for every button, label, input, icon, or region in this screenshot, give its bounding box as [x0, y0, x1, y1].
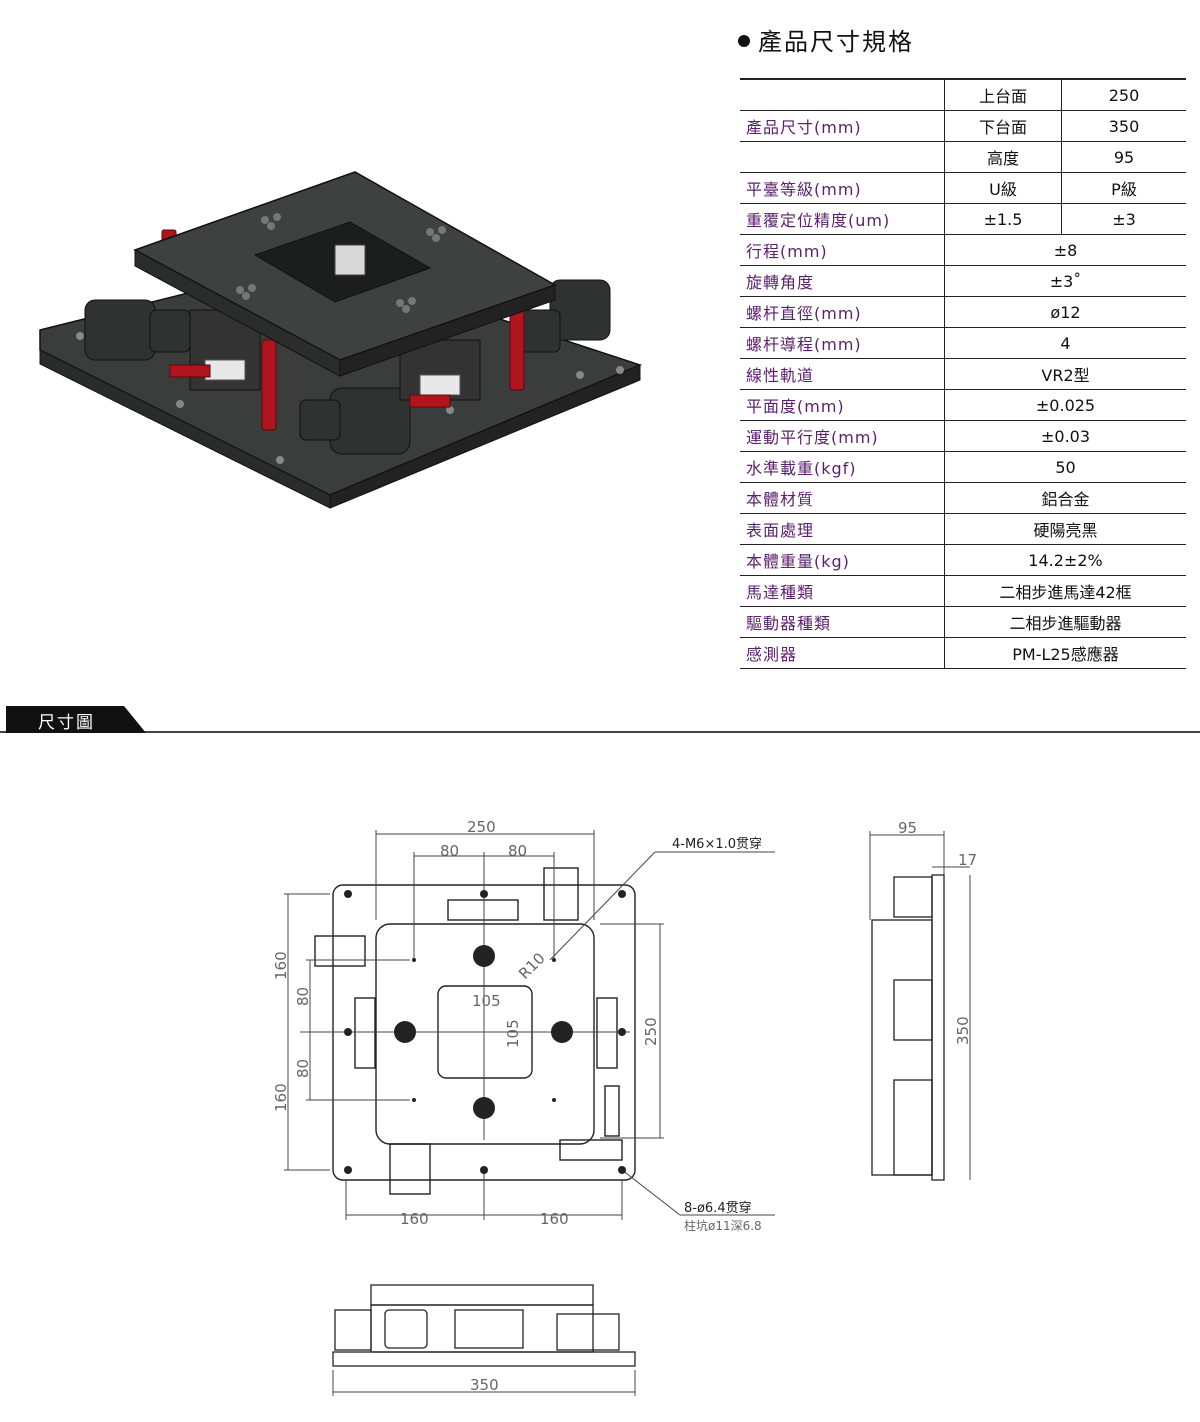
spec-value: ±3˚: [944, 265, 1186, 297]
table-row: 表面處理 硬陽亮黑: [740, 513, 1186, 545]
spec-value: ±0.025: [944, 389, 1186, 421]
spec-title-text: 產品尺寸規格: [758, 28, 914, 56]
dim-radius: R10: [515, 949, 549, 983]
dim-160-bottom-right: 160: [540, 1210, 569, 1228]
spec-label: 馬達種類: [740, 575, 945, 607]
table-row: 本體重量(kg) 14.2±2%: [740, 544, 1186, 576]
spec-label: 本體材質: [740, 482, 945, 514]
side-view-drawing: 95 17 350: [869, 819, 977, 1181]
dim-160-left-top: 160: [272, 951, 290, 980]
side-dim-17: 17: [958, 851, 977, 869]
spec-value: PM-L25感應器: [944, 637, 1186, 669]
table-row: 旋轉角度 ±3˚: [740, 265, 1186, 297]
bullet-icon: [738, 35, 750, 47]
spec-value: ±0.03: [944, 420, 1186, 452]
table-row: 螺杆直徑(mm) ø12: [740, 296, 1186, 328]
dim-250-right: 250: [642, 1017, 660, 1046]
table-row: 線性軌道 VR2型: [740, 358, 1186, 390]
spec-label: 本體重量(kg): [740, 544, 945, 576]
table-row: 螺杆導程(mm) 4: [740, 327, 1186, 359]
callout-counterbore: 柱坑ø11深6.8: [684, 1218, 762, 1233]
spec-label: 線性軌道: [740, 358, 945, 390]
section-divider: [0, 731, 1200, 733]
spec-value: 硬陽亮黑: [944, 513, 1186, 545]
spec-label: 螺杆直徑(mm): [740, 296, 945, 328]
table-row: 運動平行度(mm) ±0.03: [740, 420, 1186, 452]
side-dim-95: 95: [898, 819, 917, 837]
spec-label: 感測器: [740, 637, 945, 669]
spec-table: 上台面 250 產品尺寸(mm) 下台面 350 高度 95 平臺等級(mm) …: [740, 78, 1186, 669]
table-row: 平臺等級(mm) U級 P級: [740, 172, 1186, 204]
spec-value: 50: [944, 451, 1186, 483]
side-dim-350: 350: [954, 1016, 972, 1045]
product-render: [39, 171, 643, 509]
dim-80-left-top: 80: [294, 987, 312, 1006]
spec-label: 水準載重(kgf): [740, 451, 945, 483]
dim-105-v: 105: [504, 1019, 522, 1048]
table-row: 平面度(mm) ±0.025: [740, 389, 1186, 421]
dim-105-h: 105: [472, 992, 501, 1010]
spec-title: 產品尺寸規格: [738, 22, 914, 57]
table-row: 本體材質 鋁合金: [740, 482, 1186, 514]
spec-value: 二相步進驅動器: [944, 606, 1186, 638]
spec-value: ±3: [1061, 203, 1186, 235]
table-row: 高度 95: [740, 141, 1186, 173]
dim-80-left-bottom: 80: [294, 1059, 312, 1078]
top-view-drawing: 250 80 80 4-M6×1.0贯穿 R10 105 105 160 80 …: [272, 818, 775, 1233]
spec-label: 平面度(mm): [740, 389, 945, 421]
spec-label: 運動平行度(mm): [740, 420, 945, 452]
spec-value: 鋁合金: [944, 482, 1186, 514]
spec-sub: U級: [944, 172, 1062, 204]
dim-80-b: 80: [508, 842, 527, 860]
spec-value: 14.2±2%: [944, 544, 1186, 576]
spec-value: 95: [1061, 141, 1186, 173]
spec-label: 行程(mm): [740, 234, 945, 266]
spec-value: ±8: [944, 234, 1186, 266]
spec-label: 表面處理: [740, 513, 945, 545]
motor-left: [84, 299, 191, 361]
front-dim-350: 350: [470, 1376, 499, 1394]
table-row: 感測器 PM-L25感應器: [740, 637, 1186, 669]
spec-label: 產品尺寸(mm): [740, 110, 945, 142]
spec-label: [740, 78, 945, 111]
table-row: 產品尺寸(mm) 下台面 350: [740, 110, 1186, 142]
callout-hole: 8-ø6.4贯穿: [684, 1200, 752, 1216]
motor-right: [519, 279, 611, 353]
table-row: 水準載重(kgf) 50: [740, 451, 1186, 483]
spec-label: 驅動器種類: [740, 606, 945, 638]
spec-sub: ±1.5: [944, 203, 1062, 235]
spec-value: 二相步進馬達42框: [944, 575, 1186, 607]
callout-m6: 4-M6×1.0贯穿: [672, 836, 762, 852]
spec-label: 平臺等級(mm): [740, 172, 945, 204]
dim-160-bottom-left: 160: [400, 1210, 429, 1228]
motor-front: [299, 387, 411, 455]
spec-label: 重覆定位精度(um): [740, 203, 945, 235]
spec-value: 350: [1061, 110, 1186, 142]
spec-sub: 高度: [944, 141, 1062, 173]
dim-250-top: 250: [467, 818, 496, 836]
front-view-drawing: 350: [332, 1284, 636, 1396]
spec-label: 螺杆導程(mm): [740, 327, 945, 359]
table-row: 重覆定位精度(um) ±1.5 ±3: [740, 203, 1186, 235]
spec-label: 旋轉角度: [740, 265, 945, 297]
spec-label: [740, 141, 945, 173]
spec-value: 250: [1061, 78, 1186, 111]
spec-sub: 下台面: [944, 110, 1062, 142]
spec-value: 4: [944, 327, 1186, 359]
table-row: 上台面 250: [740, 78, 1186, 111]
section-banner: [6, 706, 146, 733]
table-row: 驅動器種類 二相步進驅動器: [740, 606, 1186, 638]
spec-value: ø12: [944, 296, 1186, 328]
table-row: 行程(mm) ±8: [740, 234, 1186, 266]
spec-value: P級: [1061, 172, 1186, 204]
dim-80-a: 80: [440, 842, 459, 860]
spec-sub: 上台面: [944, 78, 1062, 111]
dim-160-left-bottom: 160: [272, 1083, 290, 1112]
section-title: 尺寸圖: [38, 713, 95, 733]
table-row: 馬達種類 二相步進馬達42框: [740, 575, 1186, 607]
spec-value: VR2型: [944, 358, 1186, 390]
